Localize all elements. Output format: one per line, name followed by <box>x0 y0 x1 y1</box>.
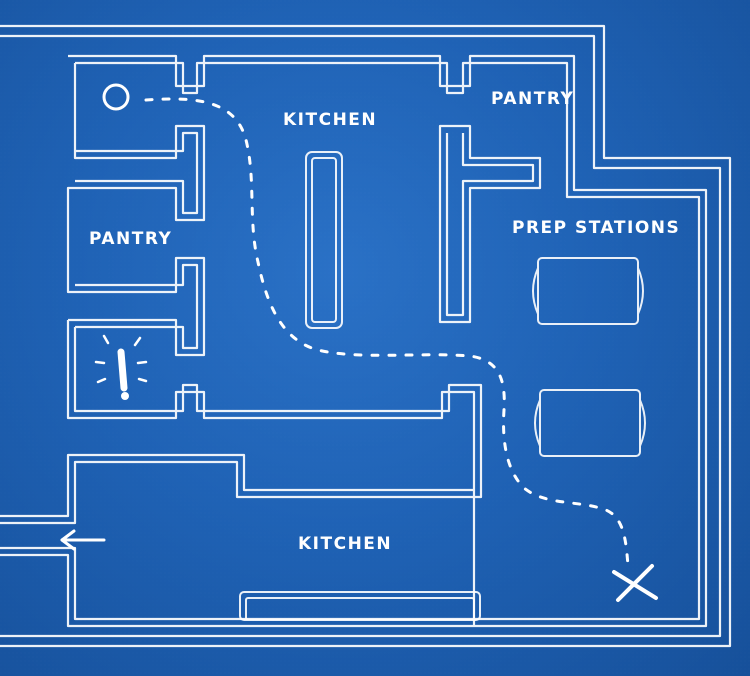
prep-station-tables <box>532 257 646 457</box>
outer-wall-inner-line <box>0 34 722 638</box>
kitchen-upper-label: KITCHEN <box>283 110 378 130</box>
room-pantry-left-inner <box>75 263 199 350</box>
lower-counter <box>239 591 481 621</box>
exclamation-icon <box>94 334 148 400</box>
exit-wall-upper <box>0 320 476 518</box>
prep-table-upper <box>532 257 644 325</box>
pantry-right-partition-inner <box>445 133 535 317</box>
kitchen-lower-label: KITCHEN <box>298 534 393 554</box>
room-upper-left-wall <box>66 63 206 357</box>
prep-stations-label: PREP STATIONS <box>512 218 681 238</box>
central-table <box>305 151 343 329</box>
outer-wall-outer-line <box>0 24 732 648</box>
exit-arrow-icon <box>60 529 106 551</box>
pantry-left-label: PANTRY <box>89 229 173 249</box>
interior-wall-outer-line <box>0 54 708 628</box>
room-upper-left-wall-inner <box>75 131 199 215</box>
pantry-right-partition <box>438 124 542 324</box>
exit-wall-upper-inner <box>0 327 483 525</box>
pantry-upper-right-label: PANTRY <box>491 89 575 109</box>
walls <box>0 24 732 648</box>
x-mark-icon <box>612 564 658 602</box>
prep-table-lower <box>534 389 646 457</box>
route-path <box>144 97 630 568</box>
start-circle-icon <box>102 83 130 111</box>
